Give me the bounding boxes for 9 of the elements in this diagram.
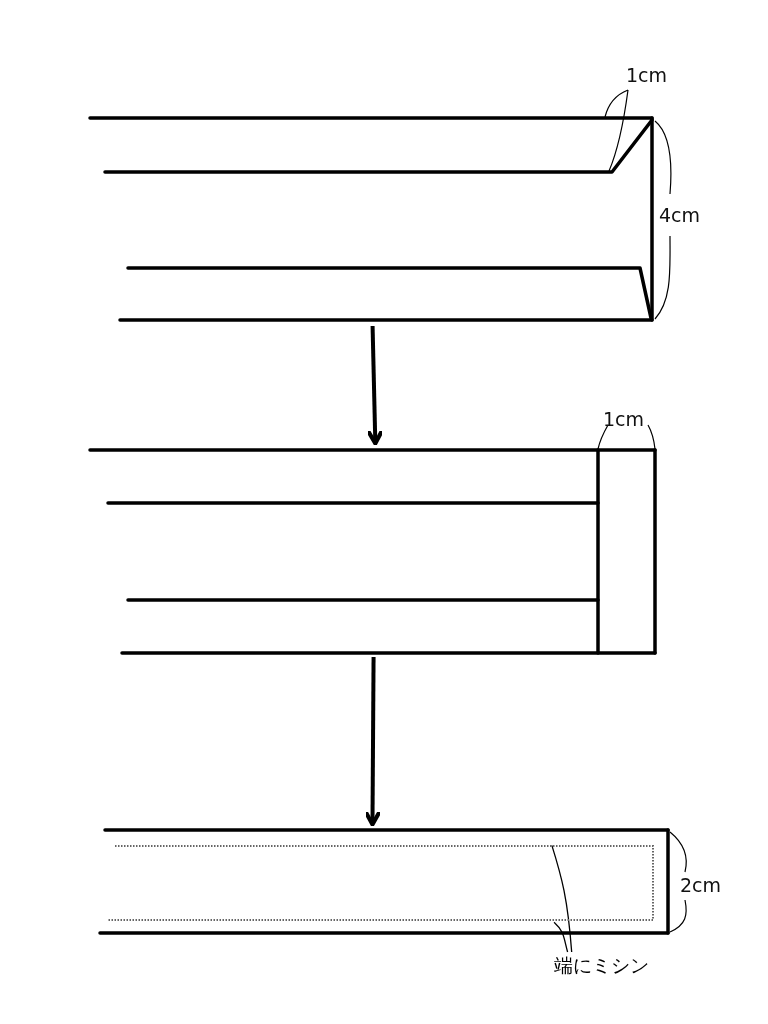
- arrow: [363, 657, 382, 827]
- leader-line: [551, 844, 573, 953]
- dimension-label: 1cm: [603, 410, 645, 429]
- annotation-text: 端にミシン: [554, 952, 690, 978]
- leader-line: [553, 921, 569, 953]
- dimension-label: 4cm: [659, 206, 701, 225]
- arrow: [365, 325, 385, 446]
- dimension-label: 2cm: [680, 876, 722, 895]
- dimension-label: 1cm: [626, 66, 668, 85]
